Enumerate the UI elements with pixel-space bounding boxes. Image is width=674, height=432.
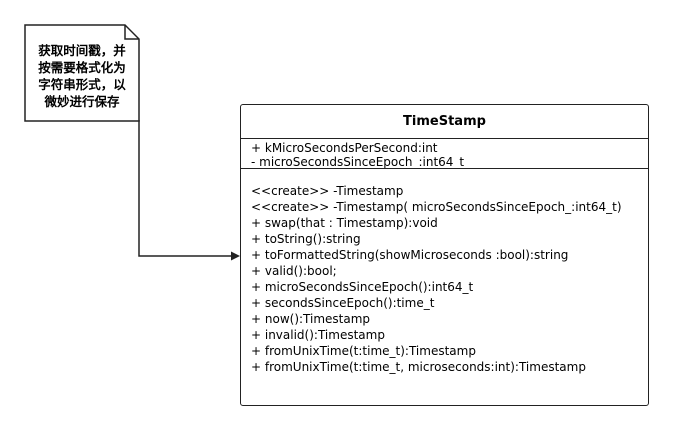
- operation-row: <<create>> -Timestamp: [251, 184, 404, 198]
- attribute-row: - microSecondsSinceEpoch_:int64_t: [251, 155, 465, 169]
- operation-row: <<create>> -Timestamp( microSecondsSince…: [251, 200, 622, 214]
- operation-row: + swap(that : Timestamp):void: [251, 216, 438, 230]
- operation-row: + fromUnixTime(t:time_t):Timestamp: [251, 344, 476, 358]
- note-line: 微妙进行保存: [44, 94, 120, 109]
- class-timestamp[interactable]: TimeStamp + kMicroSecondsPerSecond:int -…: [240, 104, 649, 406]
- operation-row: + toFormattedString(showMicroseconds :bo…: [251, 248, 569, 262]
- operation-row: + secondsSinceEpoch():time_t: [251, 296, 435, 310]
- note-line: 按需要格式化为: [38, 60, 126, 75]
- attribute-row: + kMicroSecondsPerSecond:int: [251, 141, 438, 155]
- operation-row: + toString():string: [251, 232, 361, 246]
- arrow-head-icon: [231, 251, 240, 261]
- note-text: 获取时间戳，并 按需要格式化为 字符串形式，以 微妙进行保存: [32, 42, 132, 110]
- operations-compartment: <<create>> -Timestamp <<create>> -Timest…: [241, 169, 648, 375]
- note-shape: [24, 24, 140, 122]
- comment-note: 获取时间戳，并 按需要格式化为 字符串形式，以 微妙进行保存: [24, 24, 140, 122]
- operation-row: + fromUnixTime(t:time_t, microseconds:in…: [251, 360, 586, 374]
- operation-row: + invalid():Timestamp: [251, 328, 385, 342]
- operation-row: + now():Timestamp: [251, 312, 371, 326]
- note-line: 获取时间戳，并: [38, 43, 126, 58]
- connector-line: [138, 120, 232, 257]
- class-name: TimeStamp: [241, 105, 648, 139]
- operation-row: + valid():bool;: [251, 264, 337, 278]
- note-line: 字符串形式，以: [38, 77, 126, 92]
- attributes-compartment: + kMicroSecondsPerSecond:int - microSeco…: [241, 139, 648, 169]
- operation-row: + microSecondsSinceEpoch():int64_t: [251, 280, 474, 294]
